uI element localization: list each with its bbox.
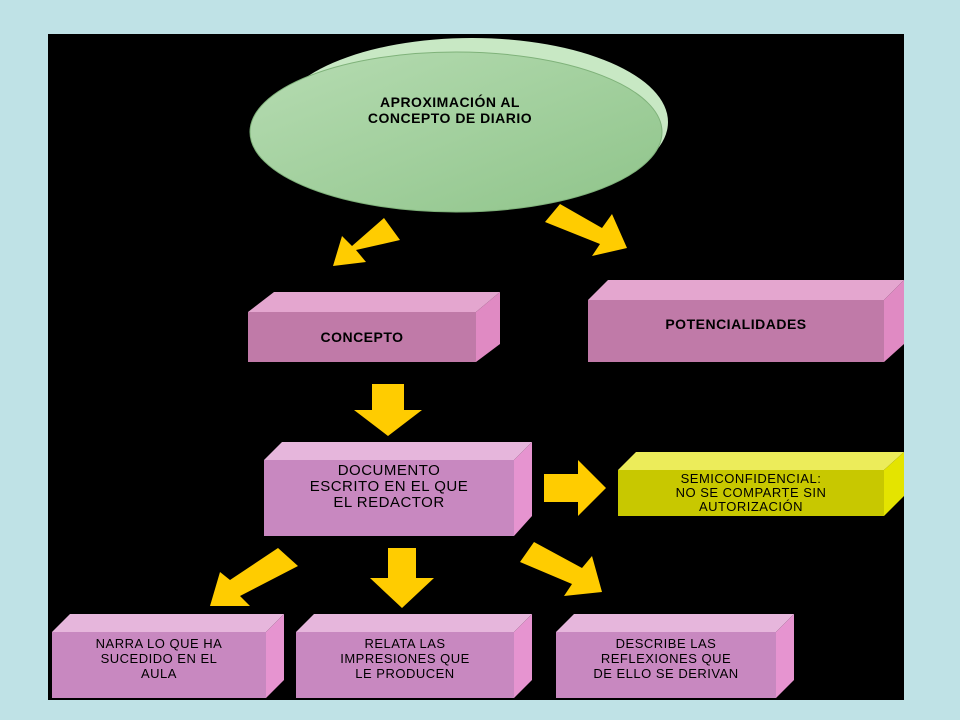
arrow-to-narra bbox=[210, 548, 298, 606]
documento-label: DOCUMENTO ESCRITO EN EL QUE EL REDACTOR bbox=[309, 462, 469, 511]
box-describe bbox=[556, 614, 794, 698]
arrow-to-potencialidades bbox=[545, 204, 627, 256]
box-concepto bbox=[248, 292, 500, 362]
title-ellipse bbox=[249, 38, 668, 213]
arrow-to-semiconfidencial bbox=[544, 460, 606, 516]
arrow-to-documento bbox=[354, 384, 422, 436]
box-documento bbox=[264, 442, 532, 536]
describe-label: DESCRIBE LAS REFLEXIONES QUE DE ELLO SE … bbox=[593, 635, 739, 681]
potencialidades-label: POTENCIALIDADES bbox=[665, 316, 807, 332]
relata-label: RELATA LAS IMPRESIONES QUE LE PRODUCEN bbox=[340, 635, 470, 681]
semiconfidencial-label: SEMICONFIDENCIAL: NO SE COMPARTE SIN AUT… bbox=[675, 471, 827, 514]
arrow-to-relata bbox=[370, 548, 434, 608]
box-semiconfidencial bbox=[618, 452, 904, 516]
box-narra bbox=[52, 614, 284, 698]
arrow-to-concepto bbox=[333, 218, 400, 266]
narra-label: NARRA LO QUE HA SUCEDIDO EN EL AULA bbox=[95, 635, 223, 681]
title-label: APROXIMACIÓN AL CONCEPTO DE DIARIO bbox=[367, 94, 533, 126]
arrow-to-describe bbox=[520, 542, 602, 596]
concepto-label: CONCEPTO bbox=[320, 329, 404, 345]
box-potencialidades bbox=[588, 280, 904, 362]
box-relata bbox=[296, 614, 532, 698]
